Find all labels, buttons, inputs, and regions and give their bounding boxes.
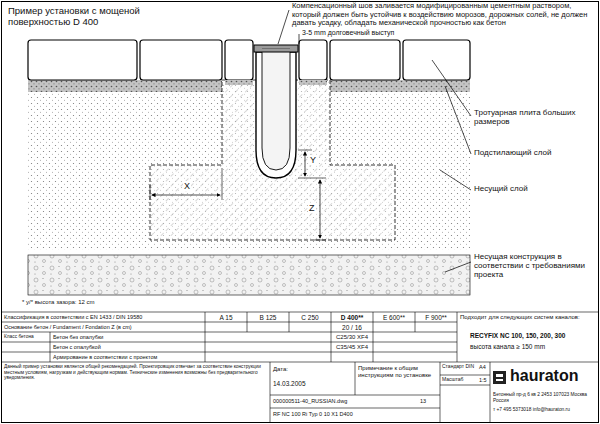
class-cell: C 250	[289, 314, 331, 321]
table-cell: Бетон без опалубки	[53, 334, 103, 340]
system-note: Подходит для следующих систем каналов:	[460, 314, 580, 321]
format-value: A4	[479, 364, 486, 370]
dimension-label: X	[183, 181, 191, 191]
company-logo: hauraton	[510, 367, 578, 385]
class-cell: A 15	[205, 314, 247, 321]
date-label: Дата:	[273, 366, 288, 373]
table-cell: Основание бетон / Fundament / Fondation …	[4, 324, 132, 330]
drawing-title: Пример установки с мощеной поверхностью …	[8, 6, 158, 28]
table-cell: 20 / 16	[331, 324, 373, 331]
date-value: 14.03.2005	[273, 380, 306, 387]
table-cell: C25/30 XF4	[331, 334, 373, 341]
sheet-number: 13	[420, 398, 426, 404]
callout-note: 3-5 mm долговечный выступ	[302, 29, 394, 37]
disclaimer-text: Данный пример установки является общей р…	[4, 364, 266, 381]
table-cell: Бетон с опалубкой	[53, 344, 101, 350]
scale-label: Масштаб	[442, 377, 463, 383]
table-cell: Армирование в соответствии с проектом	[53, 354, 157, 360]
callout-note: Компенсационный шов заливается модифицир…	[292, 2, 592, 28]
table-cell: Класс бетона	[4, 334, 34, 340]
class-cell: F 900**	[415, 314, 457, 321]
class-cell: E 600**	[373, 314, 415, 321]
scale-value: 1:5	[479, 377, 487, 383]
footnote: * y/* высота зазора: 12 cm	[22, 299, 95, 306]
layer-label: Подстилающий слой	[474, 148, 592, 157]
class-cell: D 400**	[331, 314, 373, 321]
system-note: RECYFIX NC 100, 150, 200, 300	[470, 332, 565, 339]
company-address: Бетонный пр-д 6 кв 2 2453 107023 Москва …	[493, 392, 596, 403]
company-contact: т +7 495 5373018 info@hauraton.ru	[493, 407, 596, 413]
table-cell: C35/45 XF4	[331, 344, 373, 351]
file-name: 000000511-40_RUSSIAN.dwg	[273, 398, 347, 404]
layer-label: Несущая конструкция в соответствии с тре…	[474, 252, 592, 280]
dimension-label: Z	[308, 203, 316, 213]
title-block-note: Примечание к общим инструкциям по устано…	[358, 365, 438, 379]
system-note: высота канала ≥ 150 mm	[470, 343, 545, 350]
table-cell: Классификация в соответствии с EN 1433 /…	[4, 314, 142, 320]
drawing-code: RF NC 100 Ri Typ 0 10 X1 D400	[273, 411, 353, 417]
class-cell: B 125	[247, 314, 289, 321]
format-label: Стандарт DIN	[442, 364, 474, 370]
dimension-label: Y	[309, 155, 317, 165]
layer-label: Несущий слой	[474, 184, 592, 193]
layer-label: Тротуарная плита больших размеров	[474, 108, 592, 126]
